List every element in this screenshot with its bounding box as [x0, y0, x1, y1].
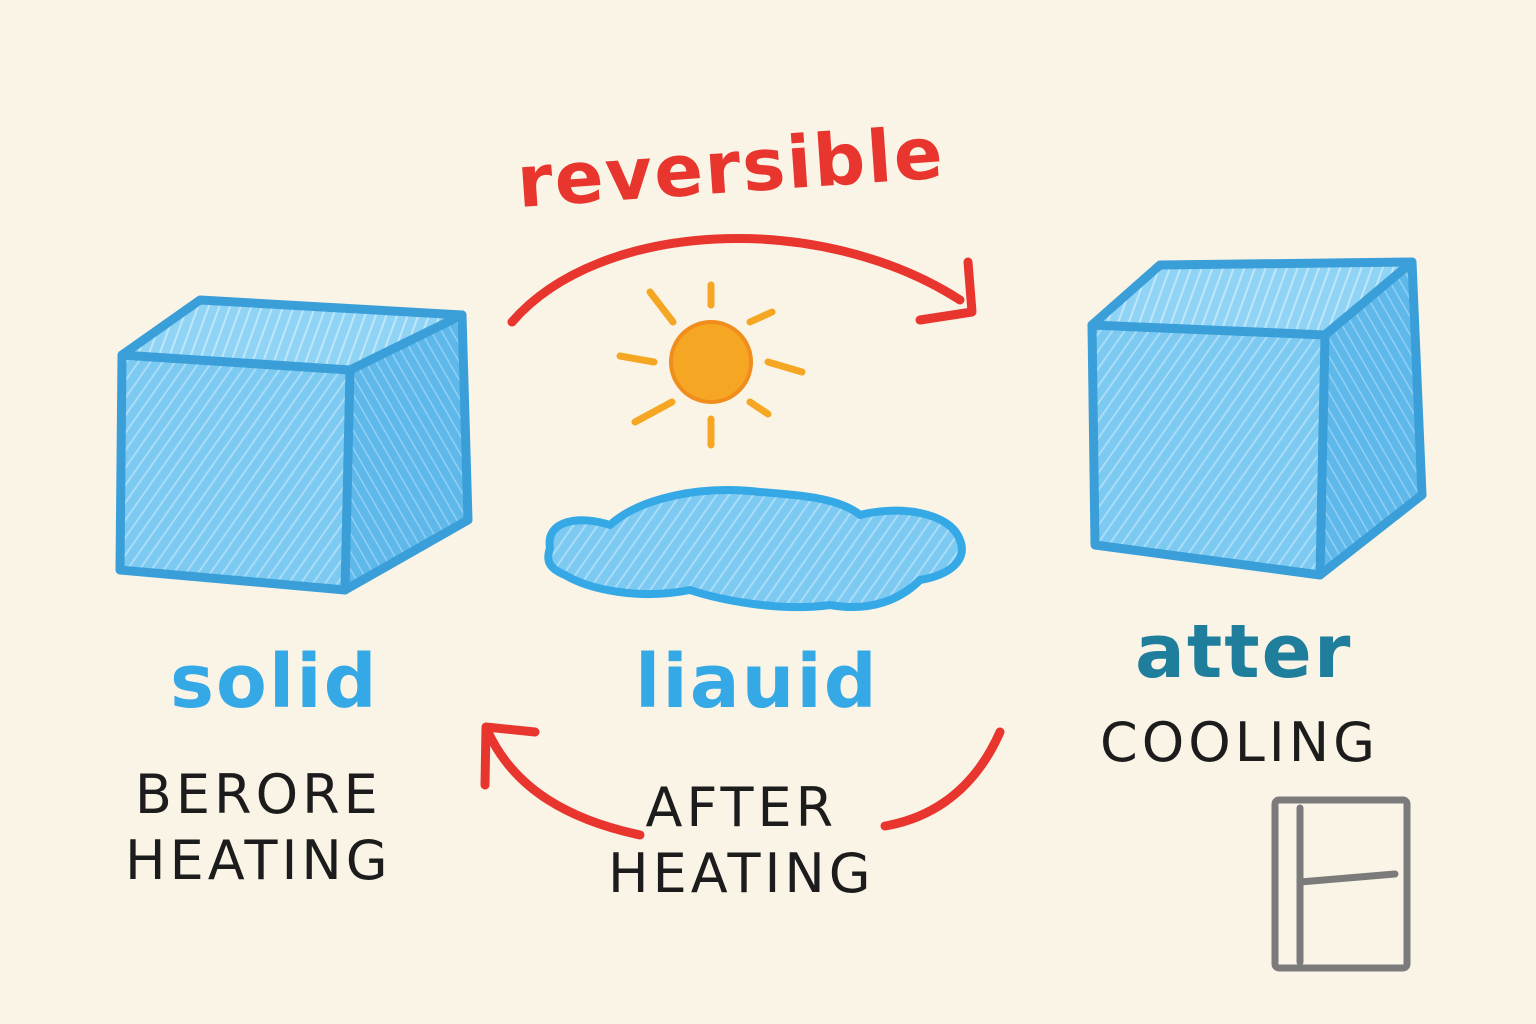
after-caption-line1: COOLING: [1100, 711, 1379, 774]
liquid-caption-line1: AFTER: [645, 776, 838, 839]
heating-arrow: [507, 234, 977, 327]
after-label: atter: [1135, 609, 1353, 695]
freezer-icon: [1271, 796, 1411, 972]
ice-cube-icon: [115, 295, 473, 595]
liquid-label: liauid: [635, 639, 879, 725]
after-caption: COOLING: [1100, 710, 1379, 776]
cooling-arrow: [480, 722, 1005, 840]
sun-icon: [616, 281, 806, 449]
solid-caption-line1: BERORE: [134, 763, 382, 826]
liquid-caption-line2: HEATING: [608, 841, 875, 905]
ice-cube-icon: [1087, 257, 1427, 580]
solid-caption: BERORE HEATING: [125, 762, 392, 894]
liquid-caption: AFTER HEATING: [608, 775, 875, 907]
water-puddle-icon: [544, 486, 966, 612]
solid-caption-line2: HEATING: [125, 828, 392, 892]
solid-label: solid: [170, 639, 379, 725]
